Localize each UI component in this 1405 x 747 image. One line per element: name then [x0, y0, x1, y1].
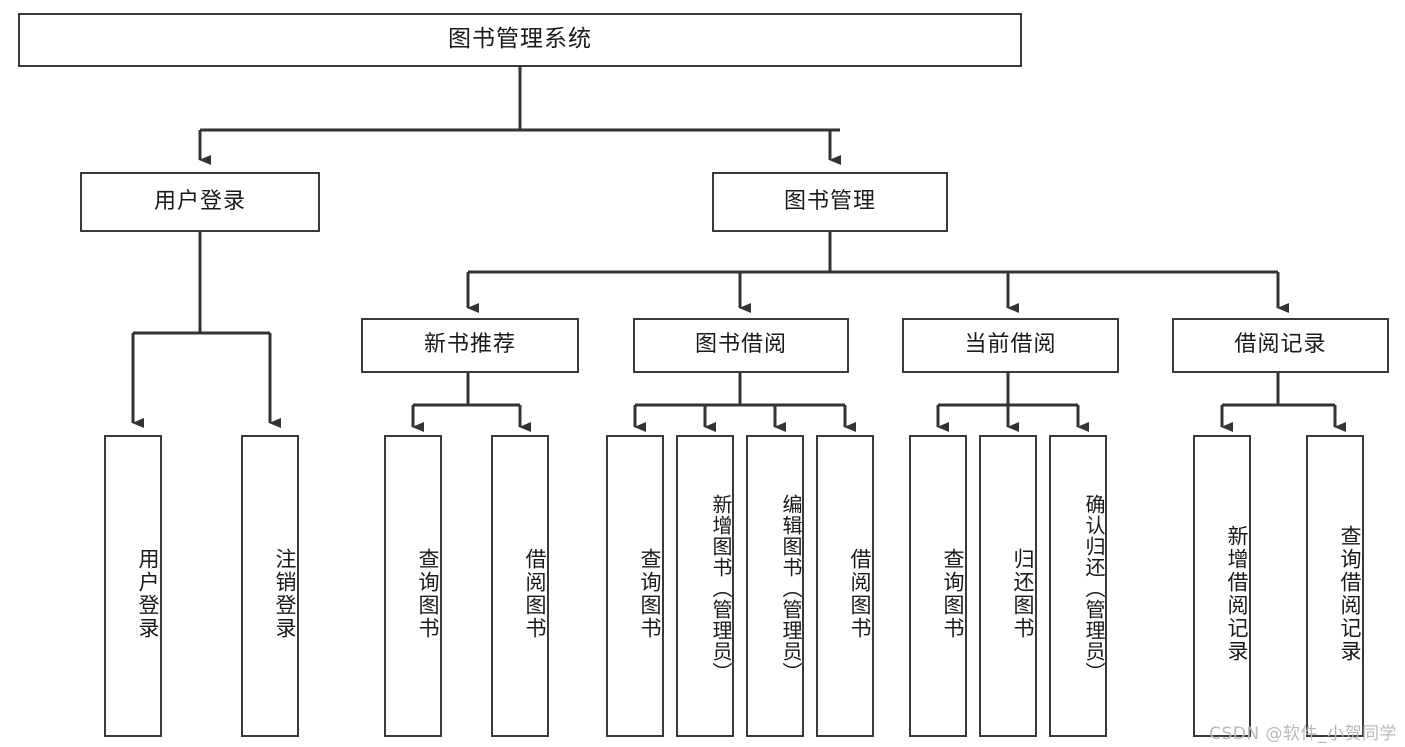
node-root-book-management-system[interactable]: 图书管理系统 [18, 13, 1022, 67]
leaf-user-login-logout[interactable]: 注销登录 [241, 435, 299, 737]
leaf-borrow-record-add-record[interactable]: 新增借阅记录 [1193, 435, 1251, 737]
node-user-login[interactable]: 用户登录 [80, 172, 320, 232]
leaf-current-borrow-return-book[interactable]: 归还图书 [979, 435, 1037, 737]
leaf-borrow-book-borrow-book[interactable]: 借阅图书 [816, 435, 874, 737]
node-borrow-record[interactable]: 借阅记录 [1172, 318, 1389, 373]
leaf-user-login-login[interactable]: 用户登录 [104, 435, 162, 737]
csdn-watermark: CSDN @软件_小贺同学 [1209, 724, 1397, 744]
node-book-borrow[interactable]: 图书借阅 [633, 318, 849, 373]
leaf-current-borrow-query-book[interactable]: 查询图书 [909, 435, 967, 737]
leaf-borrow-book-add-book-admin[interactable]: 新增图书（管理员） [676, 435, 734, 737]
leaf-borrow-book-query-book[interactable]: 查询图书 [606, 435, 664, 737]
node-current-borrow[interactable]: 当前借阅 [902, 318, 1119, 373]
leaf-borrow-record-query-record[interactable]: 查询借阅记录 [1306, 435, 1364, 737]
leaf-borrow-book-edit-book-admin[interactable]: 编辑图书（管理员） [746, 435, 804, 737]
leaf-new-book-borrow-book[interactable]: 借阅图书 [491, 435, 549, 737]
leaf-new-book-query-book[interactable]: 查询图书 [384, 435, 442, 737]
leaf-current-borrow-confirm-return-admin[interactable]: 确认归还（管理员） [1049, 435, 1107, 737]
node-book-management[interactable]: 图书管理 [712, 172, 948, 232]
node-new-book-recommend[interactable]: 新书推荐 [361, 318, 579, 373]
